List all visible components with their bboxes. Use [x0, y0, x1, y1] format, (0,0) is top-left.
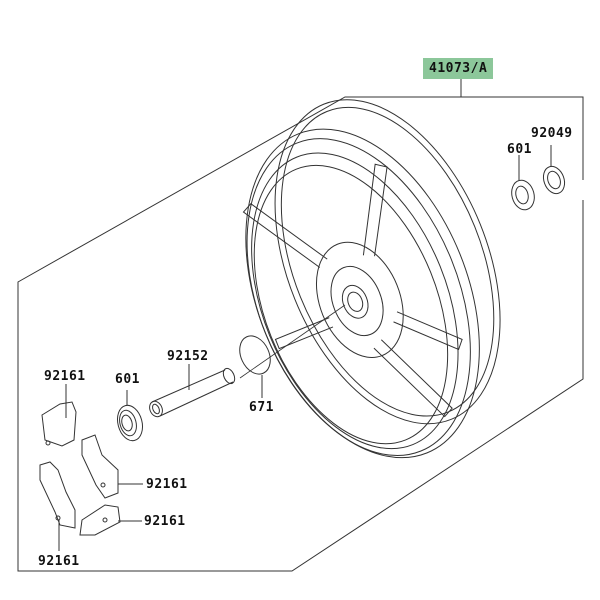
bearing-left — [117, 404, 143, 442]
part-label-601-right[interactable]: 601 — [507, 142, 532, 157]
hub-dampers — [39, 401, 121, 536]
part-label-92161-bottom-left[interactable]: 92161 — [38, 554, 80, 569]
part-label-671[interactable]: 671 — [249, 400, 274, 415]
part-label-92161-top-left[interactable]: 92161 — [44, 369, 86, 384]
part-label-92049[interactable]: 92049 — [531, 126, 573, 141]
part-label-92161-right-upper[interactable]: 92161 — [146, 477, 188, 492]
o-ring — [239, 335, 271, 375]
collar — [149, 367, 236, 418]
rear-wheel — [242, 99, 501, 459]
bearing-right — [511, 179, 535, 211]
assembly-frame — [17, 96, 584, 572]
oil-seal — [542, 165, 566, 195]
part-label-601-left[interactable]: 601 — [115, 372, 140, 387]
part-label-92161-right-lower[interactable]: 92161 — [144, 514, 186, 529]
assembly-label-41073-a[interactable]: 41073/A — [423, 58, 494, 79]
part-label-92152[interactable]: 92152 — [167, 349, 209, 364]
